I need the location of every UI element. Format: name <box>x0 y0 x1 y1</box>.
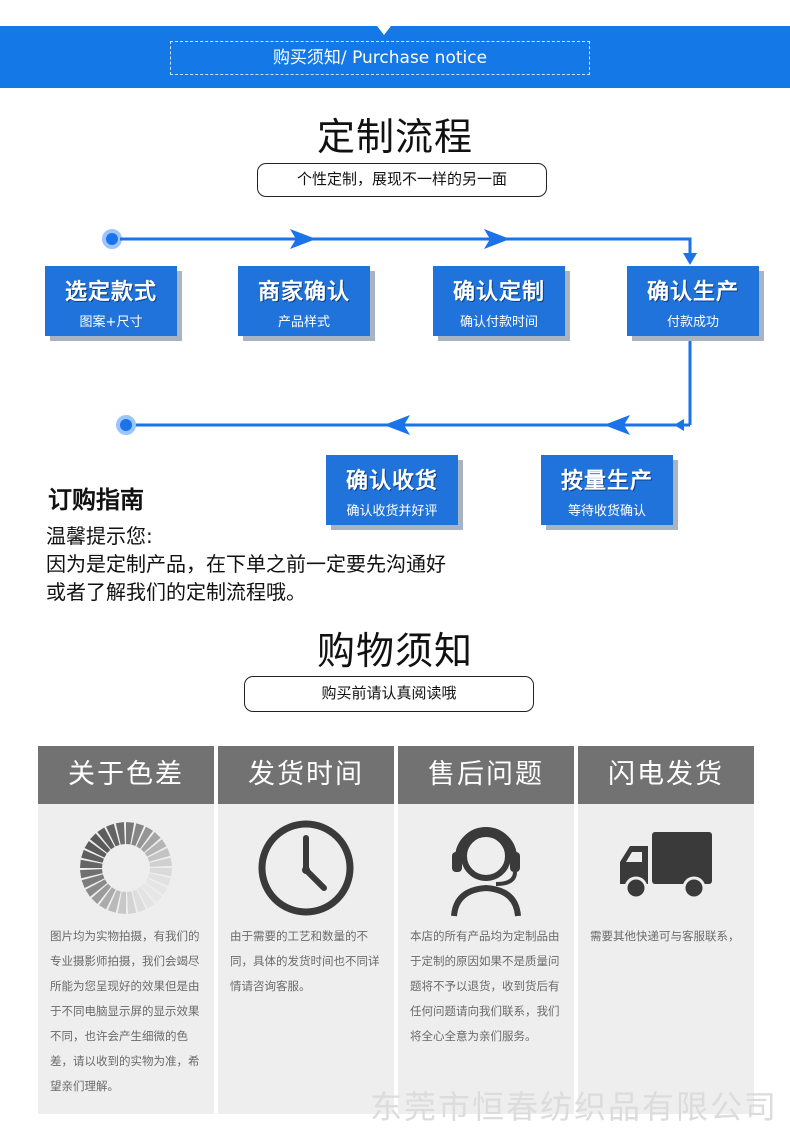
step-merchant-confirm: 商家确认 产品样式 <box>238 266 370 336</box>
color-wheel-segment <box>97 827 115 850</box>
guide-line: 因为是定制产品，在下单之前一定要先沟通好 <box>46 552 446 576</box>
color-wheel-segment <box>127 891 137 914</box>
step-confirm-receipt: 确认收货 确认收货并好评 <box>326 455 458 525</box>
color-wheel-segment <box>147 848 171 862</box>
step-title: 选定款式 <box>64 280 157 305</box>
color-wheel-segment <box>106 823 120 847</box>
color-wheel-segment <box>107 890 121 913</box>
color-wheel-segment <box>90 833 111 853</box>
process-flow-arrows <box>102 229 697 435</box>
step-confirm-custom: 确认定制 确认付款时间 <box>433 266 565 336</box>
notice-shipping-time: 发货时间 由于需要的工艺和数量的不同，具体的发货时间也不同详情请咨询客服。 <box>218 746 394 1114</box>
notice-after-sales: 售后问题 本店的所有产品均为定制品由于定制的原因如果不是质量问题将不予以退货，收… <box>398 746 574 1114</box>
color-wheel-segment <box>131 823 145 846</box>
step-subtitle: 付款成功 <box>666 315 719 330</box>
color-wheel-segment <box>137 886 155 909</box>
color-wheel-icon <box>80 822 172 914</box>
step-subtitle: 产品样式 <box>277 315 330 330</box>
arrow-right-1 <box>290 229 316 249</box>
shopping-subtitle: 购买前请认真阅读哦 <box>244 676 534 712</box>
notice-fast-delivery: 闪电发货 需要其他快递可与客服联系， <box>578 746 754 1114</box>
step-confirm-production: 确认生产 付款成功 <box>627 266 759 336</box>
notice-color-difference: 关于色差 图片均为实物拍摄，有我们的专业摄影师拍摄，我们会竭尽所能为您呈现好的效… <box>38 746 214 1114</box>
color-wheel-segment <box>136 826 153 849</box>
color-wheel-segment <box>91 883 111 904</box>
guide-title: 订购指南 <box>48 486 144 514</box>
headset-agent-icon <box>451 827 521 917</box>
color-wheel-segment <box>81 874 105 888</box>
color-wheel-segment <box>85 879 108 897</box>
step-title: 确认生产 <box>646 280 739 305</box>
column-text: 图片均为实物拍摄，有我们的专业摄影师拍摄，我们会竭尽所能为您呈现好的效果但是由于… <box>50 929 200 1093</box>
color-wheel-segment <box>80 859 103 868</box>
color-wheel-segment <box>115 822 125 845</box>
step-subtitle: 等待收货确认 <box>567 504 646 519</box>
flow-start-dot <box>102 229 122 249</box>
color-wheel-segment <box>141 883 162 903</box>
color-wheel-segment <box>141 832 161 853</box>
color-wheel-segment <box>84 841 107 858</box>
arrow-left-2 <box>384 415 410 435</box>
color-wheel-segment <box>144 839 167 857</box>
step-select-style: 选定款式 图案+尺寸 <box>45 266 177 336</box>
color-wheel-segment <box>81 849 104 863</box>
column-heading: 闪电发货 <box>578 746 754 804</box>
color-wheel-segment <box>149 857 172 867</box>
process-subtitle: 个性定制，展现不一样的另一面 <box>257 163 547 197</box>
step-title: 商家确认 <box>257 280 350 305</box>
company-watermark: 东莞市恒春纺织品有限公司 <box>370 1088 779 1126</box>
arrow-left-1 <box>604 415 630 435</box>
color-wheel-segment <box>99 887 116 910</box>
arrow-down-1 <box>683 253 697 265</box>
color-wheel-segment <box>148 873 171 887</box>
column-heading: 售后问题 <box>398 746 574 804</box>
color-wheel-segment <box>132 889 146 913</box>
color-wheel-segment <box>145 878 168 895</box>
guide-line: 温馨提示您: <box>46 524 153 548</box>
truck-icon <box>620 832 712 900</box>
color-wheel-segment <box>117 891 126 914</box>
arrow-right-2 <box>484 229 510 249</box>
guide-line: 或者了解我们的定制流程哦。 <box>46 580 306 604</box>
column-text: 本店的所有产品均为定制品由于定制的原因如果不是质量问题将不予以退货，收到货后有任… <box>410 929 560 1043</box>
step-subtitle: 图案+尺寸 <box>79 315 143 330</box>
step-subtitle: 确认付款时间 <box>459 315 538 330</box>
process-title: 定制流程 <box>316 115 473 159</box>
column-text: 由于需要的工艺和数量的不同，具体的发货时间也不同详情请咨询客服。 <box>230 929 380 993</box>
step-mass-production: 按量生产 等待收货确认 <box>541 455 673 525</box>
banner-label: 购买须知/ Purchase notice <box>170 41 590 75</box>
step-subtitle: 确认收货并好评 <box>346 504 438 519</box>
header-banner: 购买须知/ Purchase notice <box>0 26 790 88</box>
step-title: 确认收货 <box>345 469 438 494</box>
column-heading: 关于色差 <box>38 746 214 804</box>
color-wheel-segment <box>80 869 103 879</box>
color-wheel-segment <box>149 868 172 877</box>
step-title: 按量生产 <box>560 469 653 494</box>
column-heading: 发货时间 <box>218 746 394 804</box>
step-title: 确认定制 <box>452 280 545 305</box>
banner-notch <box>377 26 391 35</box>
flow-end-dot <box>116 415 136 435</box>
color-wheel-segment <box>126 822 135 845</box>
column-text: 需要其他快递可与客服联系， <box>590 929 740 943</box>
clock-icon <box>258 820 354 916</box>
shopping-title: 购物须知 <box>316 629 473 673</box>
